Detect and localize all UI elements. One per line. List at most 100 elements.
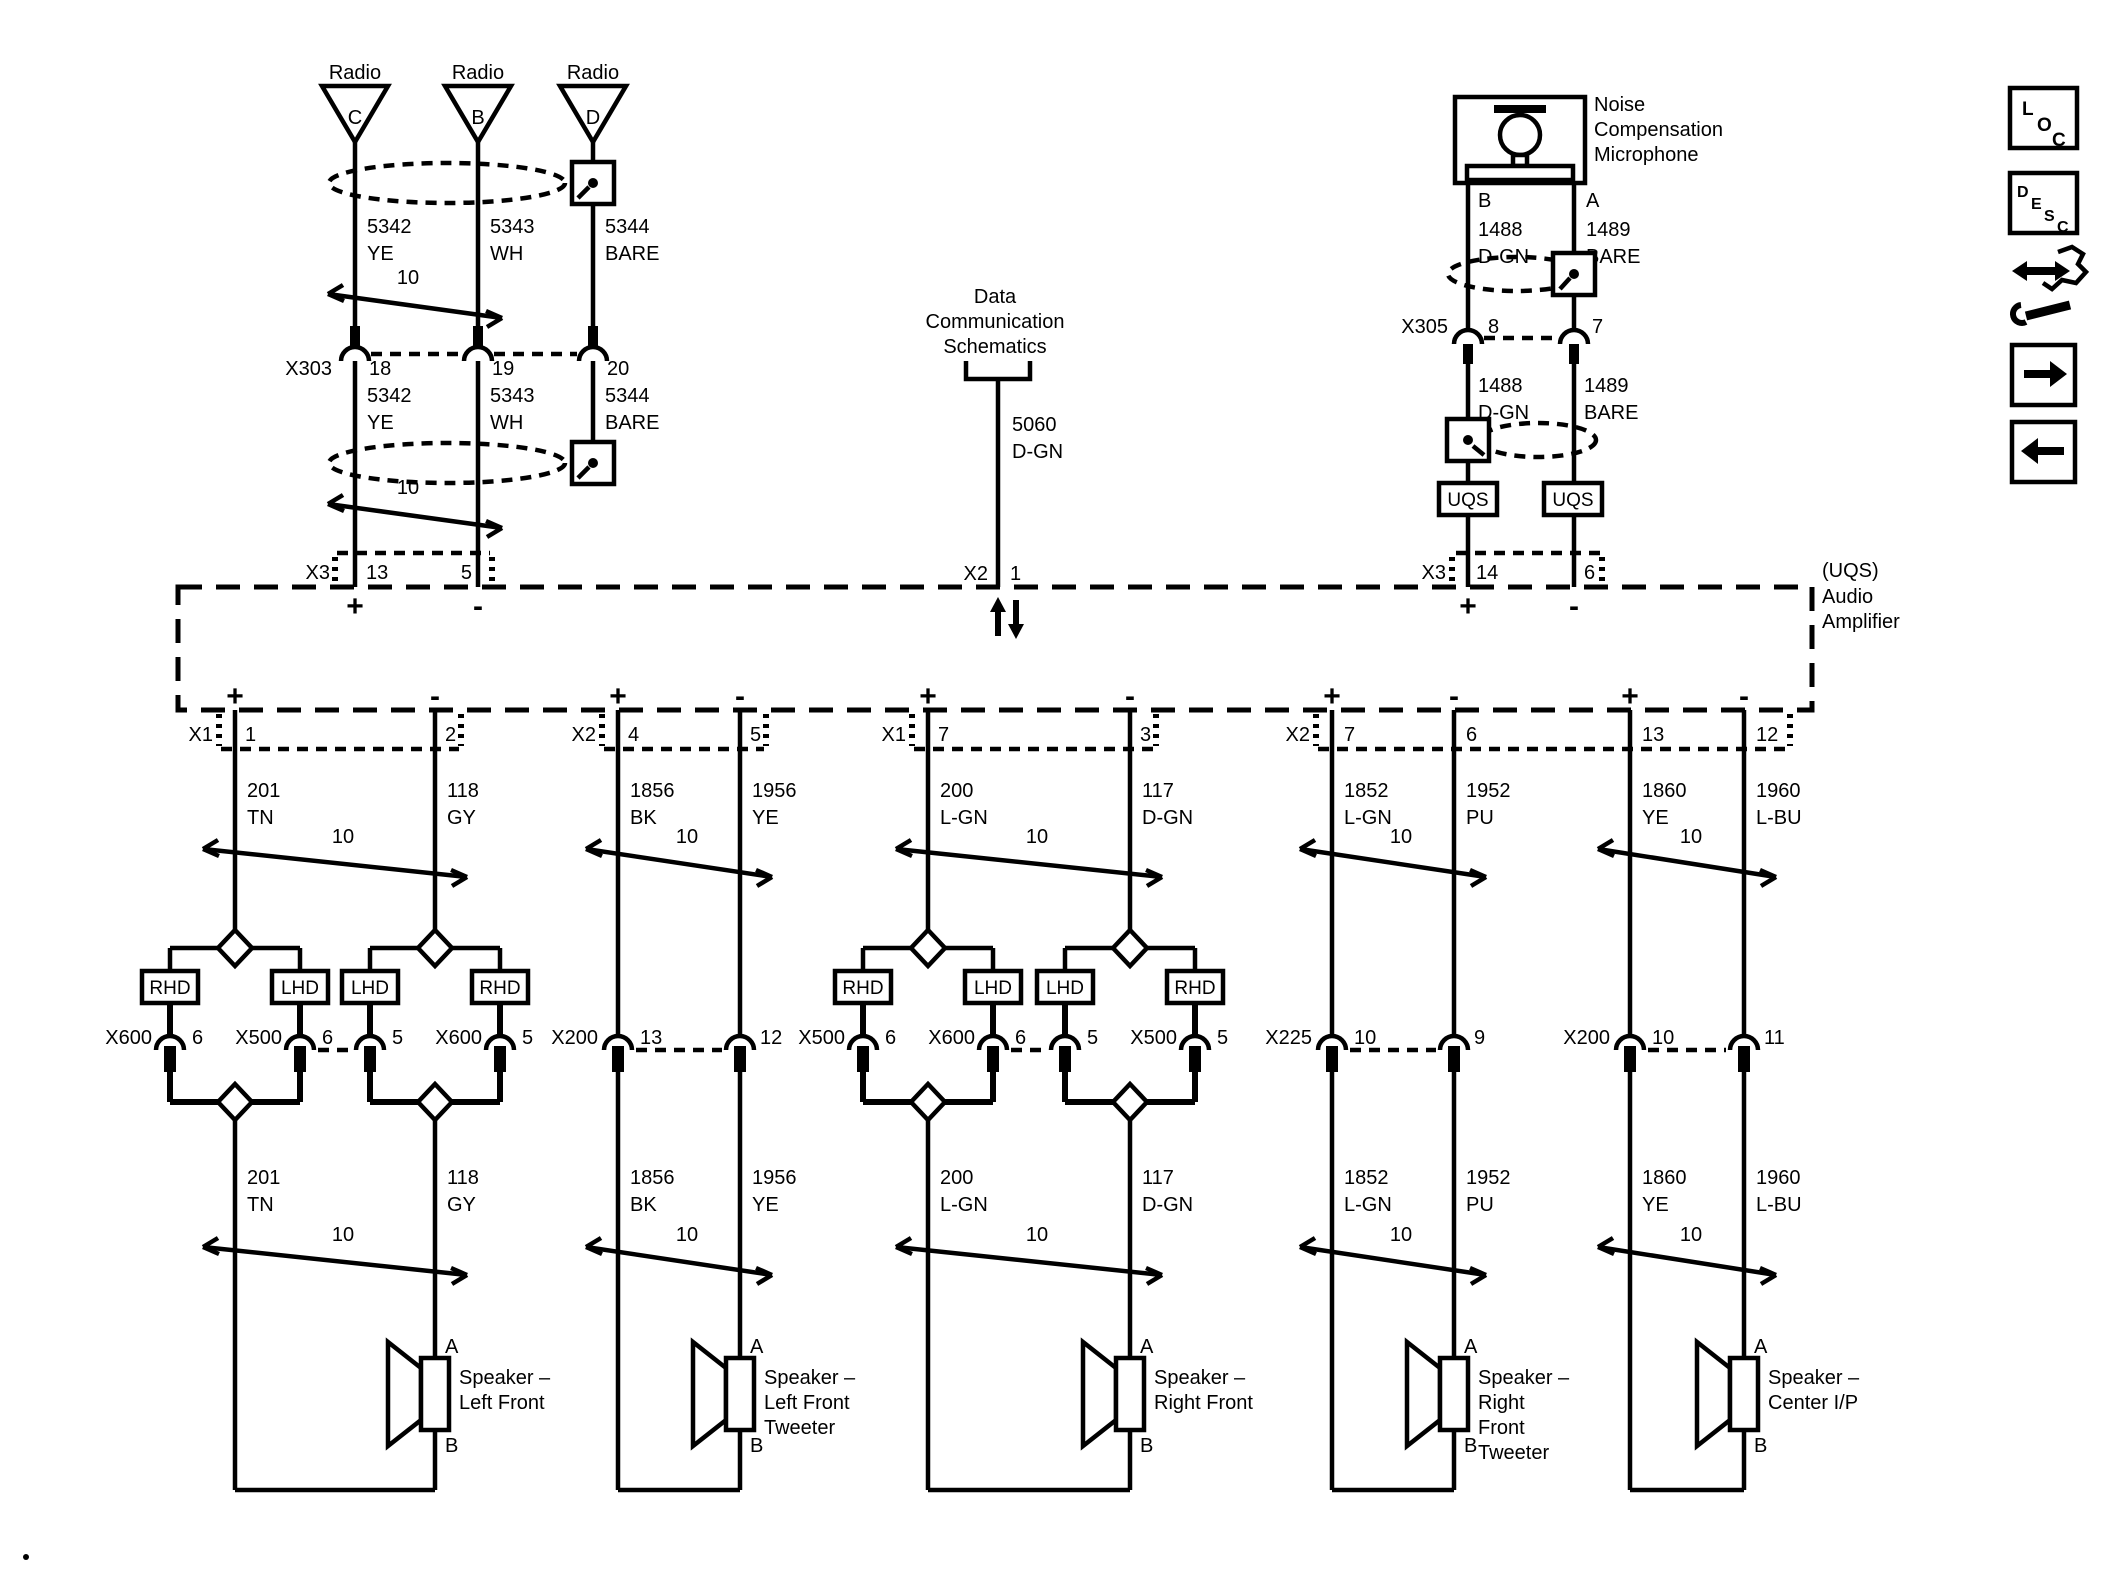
wire-color: TN <box>247 1194 274 1216</box>
amplifier-name: Audio <box>1822 586 1873 608</box>
pin-number: 1 <box>245 724 256 746</box>
connector-name: X600 <box>928 1027 975 1049</box>
twisted-leads-symbol: 10 <box>201 826 469 888</box>
audio-amplifier: (UQS) Audio Amplifier <box>175 560 1900 713</box>
antenna-triangle-icon <box>318 83 392 147</box>
wire-id: 1960 <box>1756 780 1801 802</box>
loc-button[interactable] <box>2007 85 2080 151</box>
split-diamond <box>1109 926 1151 970</box>
wire-id: 5343 <box>490 216 535 238</box>
wire-id: 1489 <box>1584 375 1629 397</box>
merge-diamond <box>1109 1080 1151 1124</box>
connector-name: X200 <box>551 1027 598 1049</box>
shield-lead <box>576 185 591 200</box>
loc-button-label[interactable]: L O C <box>2022 99 2066 151</box>
split-diamond <box>907 926 949 970</box>
wire-id: 1852 <box>1344 780 1389 802</box>
pin-number: 3 <box>1140 724 1151 746</box>
wire-color: L-GN <box>1344 1194 1392 1216</box>
twisted-leads-symbol: 10 <box>1298 826 1488 888</box>
wire-color: D-GN <box>1012 441 1063 463</box>
polarity-minus: - <box>1569 590 1579 623</box>
option-code: UQS <box>1447 490 1488 511</box>
wire-id: 201 <box>247 780 280 802</box>
wire-color: BK <box>630 807 657 829</box>
connector-x3-radio: X3 13 5 <box>306 550 495 585</box>
dc-line: Data <box>974 286 1017 308</box>
pin-number: 6 <box>1466 724 1477 746</box>
shield-lead <box>1471 444 1486 457</box>
twist-count: 10 <box>1680 1224 1702 1246</box>
wire-id: 1856 <box>630 780 675 802</box>
mic-label: Microphone <box>1594 144 1699 166</box>
connector-name: X2 <box>964 563 988 585</box>
antenna-triangle-icon <box>441 83 515 147</box>
split-diamond <box>414 926 456 970</box>
shield-dot <box>1463 435 1473 445</box>
circuit-left-front-tweeter: + - X2 4 5 1856 BK 1956 YE 10 X200 13 12… <box>551 680 856 1493</box>
twist-count: 10 <box>1390 826 1412 848</box>
connector-name: X2 <box>572 724 596 746</box>
connector-name: X500 <box>1130 1027 1177 1049</box>
pin-number: 5 <box>461 562 472 584</box>
diagnostic-tools-icon[interactable] <box>2010 244 2090 326</box>
wire-color: YE <box>367 243 394 265</box>
speaker-cone-icon <box>1694 1337 1733 1451</box>
wire-color: WH <box>490 412 523 434</box>
pin-number: 5 <box>522 1027 533 1049</box>
twisted-leads-symbol: 10 <box>894 1224 1164 1286</box>
twisted-leads-symbol: 10 <box>584 1224 774 1286</box>
terminal-letter: B <box>750 1435 763 1457</box>
pin-number: 7 <box>1344 724 1355 746</box>
wire-color: D-GN <box>1478 246 1529 268</box>
speaker-driver-icon <box>418 1355 452 1433</box>
wire-color: BARE <box>1586 246 1640 268</box>
terminal-letter: A <box>1754 1336 1768 1358</box>
connector-socket <box>338 344 372 362</box>
pin-number: 7 <box>938 724 949 746</box>
variant-label: LHD <box>1046 978 1084 999</box>
wire-color: BARE <box>605 243 659 265</box>
pin-number: 20 <box>607 358 629 380</box>
pin-number: 8 <box>1488 316 1499 338</box>
forward-arrow-icon[interactable] <box>2024 361 2067 387</box>
desc-button-label[interactable]: D E S C <box>2017 184 2069 236</box>
pin-number: 2 <box>445 724 456 746</box>
variant-box <box>832 968 894 1006</box>
desc-button[interactable] <box>2007 170 2080 236</box>
circuit-right-front-tweeter: + - X2 7 6 1852 L-GN 1952 PU 10 X225 10 … <box>1265 680 1793 1493</box>
terminal-letter: B <box>1478 190 1491 212</box>
speaker-driver-icon <box>1727 1355 1761 1433</box>
connector-name: X200 <box>1563 1027 1610 1049</box>
terminal-letter: B <box>1464 1435 1477 1457</box>
page-mark <box>23 1554 29 1560</box>
connector-name: X500 <box>235 1027 282 1049</box>
wire-color: BARE <box>605 412 659 434</box>
dc-line: Schematics <box>943 336 1046 358</box>
terminal-letter: B <box>1140 1435 1153 1457</box>
wire-color: YE <box>367 412 394 434</box>
option-box-uqs <box>1436 480 1500 518</box>
terminal-letter: A <box>1140 1336 1154 1358</box>
connector-name: X600 <box>435 1027 482 1049</box>
connector-name: X2 <box>1286 724 1310 746</box>
connector-name: X225 <box>1265 1027 1312 1049</box>
connector-socket <box>576 344 610 362</box>
variant-box <box>139 968 201 1006</box>
speaker-label: Left Front <box>764 1392 850 1414</box>
wire-id: 1952 <box>1466 1167 1511 1189</box>
wire-id: 1956 <box>752 1167 797 1189</box>
wire-color: L-GN <box>940 1194 988 1216</box>
twisted-leads-symbol: 10 <box>201 1224 469 1286</box>
speaker-driver-icon <box>1113 1355 1147 1433</box>
twisted-shield-ellipse <box>1477 420 1599 460</box>
pin-number: 13 <box>640 1027 662 1049</box>
speaker-cone-icon <box>385 1337 424 1451</box>
wire-id: 1488 <box>1478 375 1523 397</box>
wire-color: YE <box>752 1194 779 1216</box>
wire-id: 1860 <box>1642 780 1687 802</box>
back-arrow-icon[interactable] <box>2021 438 2064 464</box>
speaker-label: Speaker – <box>1154 1367 1246 1389</box>
polarity-plus: + <box>226 680 244 713</box>
variant-box <box>1034 968 1096 1006</box>
